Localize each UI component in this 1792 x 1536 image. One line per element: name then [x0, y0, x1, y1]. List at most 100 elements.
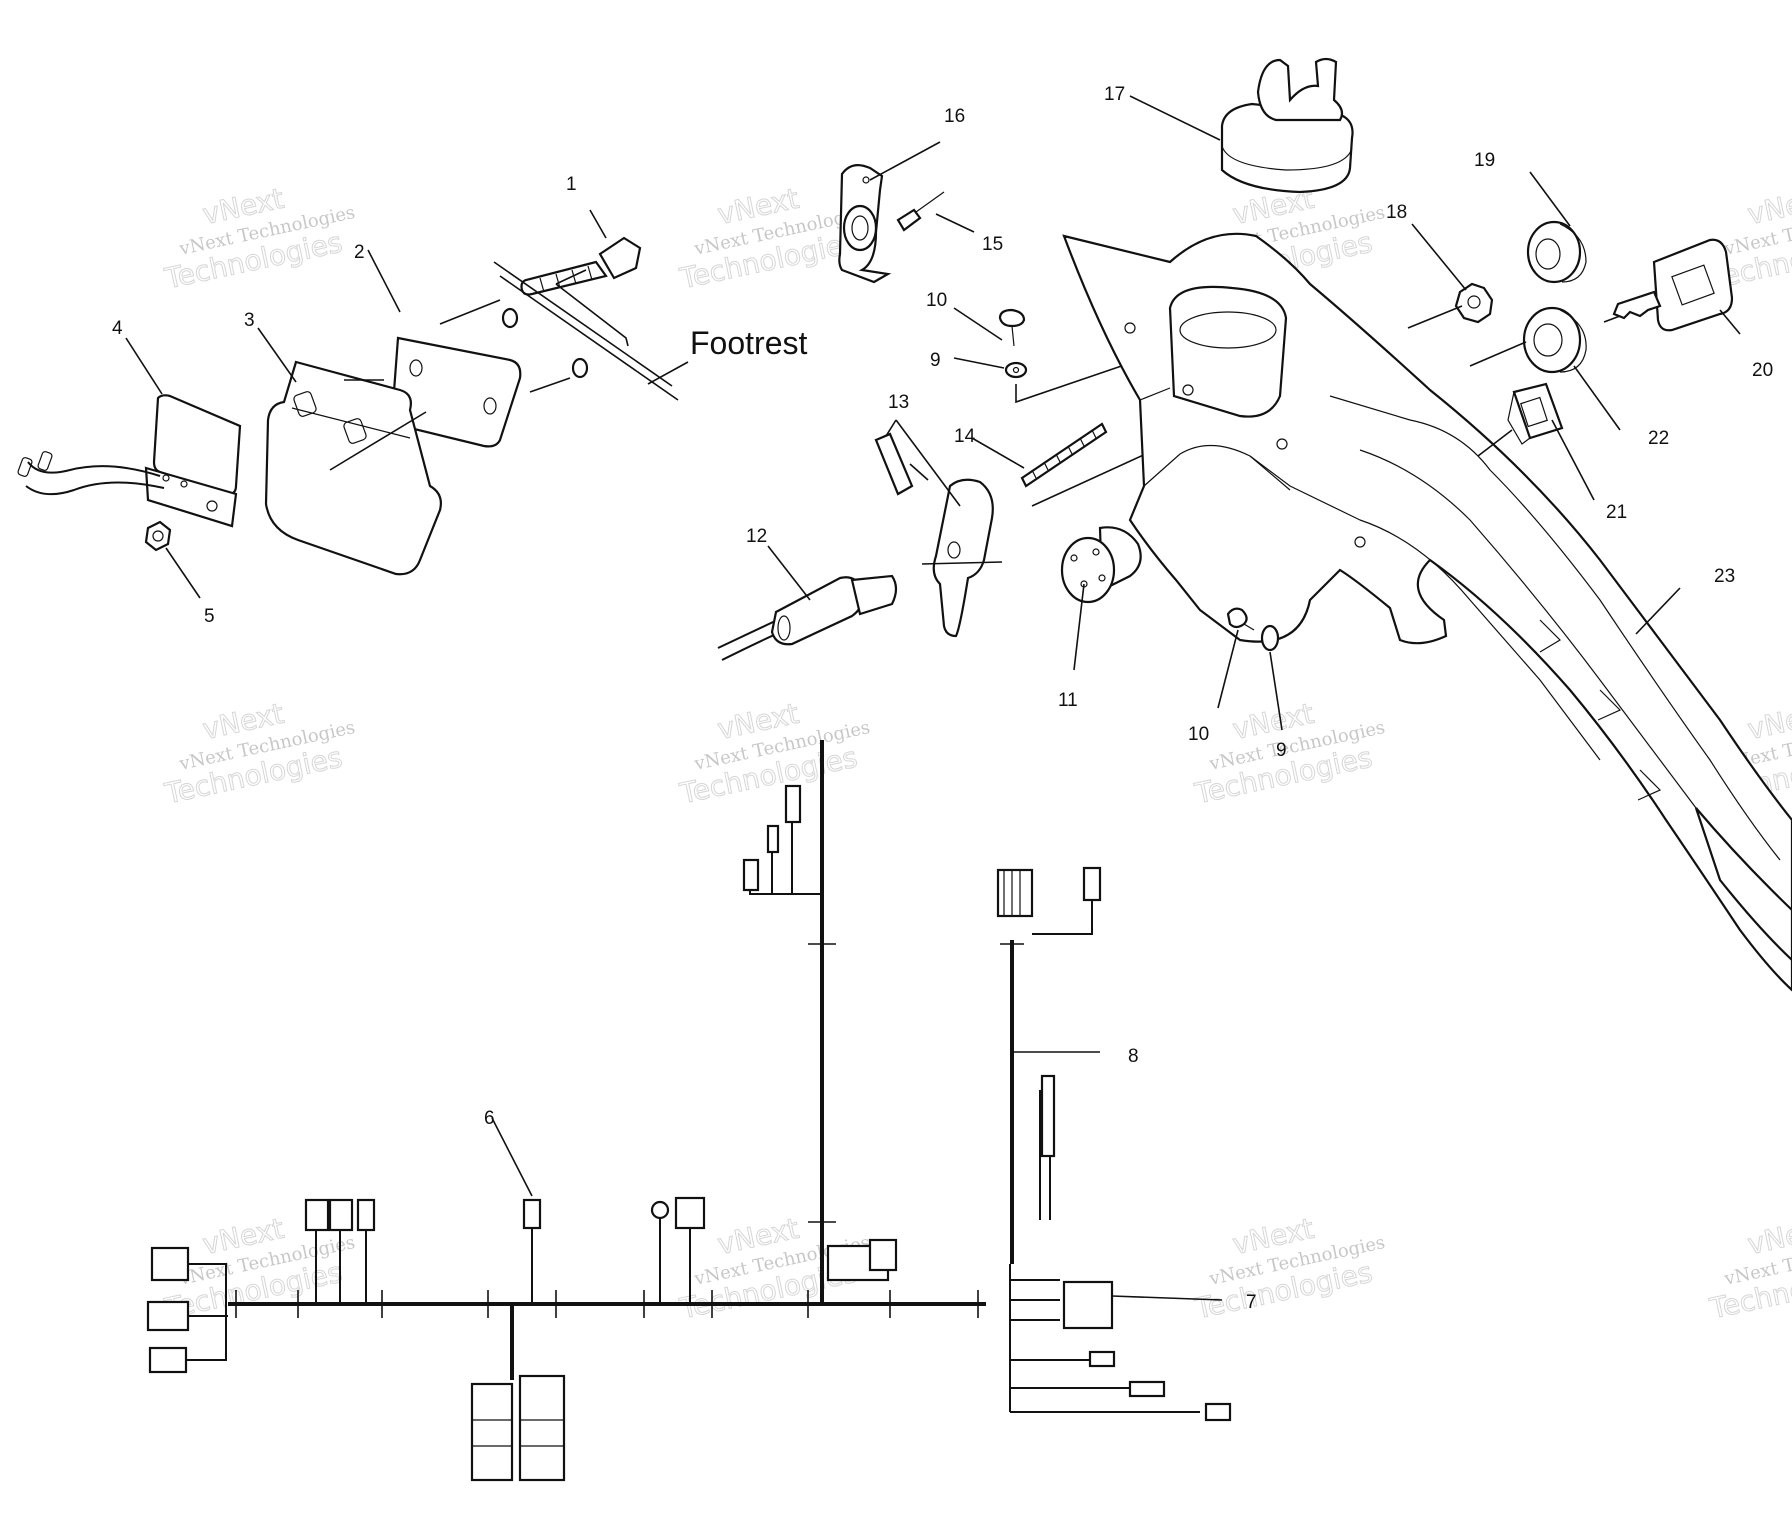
left-end-connectors — [146, 1246, 228, 1374]
part-21-rocker — [1507, 382, 1564, 445]
panel-edge — [1249, 455, 1601, 761]
panel-hole — [1182, 384, 1194, 396]
part-12-cap — [777, 615, 791, 641]
part-15-shank — [915, 191, 945, 213]
leader-line — [439, 299, 501, 325]
callout-10-lower: 10 — [1188, 724, 1209, 745]
part-2-hole — [409, 359, 423, 377]
connector-group-c — [470, 1304, 566, 1482]
panel-hole — [1276, 438, 1288, 450]
callout-2: 2 — [354, 242, 365, 263]
panel-edge — [1359, 449, 1721, 841]
callout-17: 17 — [1104, 84, 1125, 105]
callout-8: 8 — [1128, 1046, 1139, 1067]
part-1-bolt — [520, 236, 642, 296]
leader-line — [1073, 583, 1085, 671]
harness-clamps — [235, 1290, 979, 1318]
leader-line — [125, 337, 163, 395]
lead-terminal — [17, 457, 33, 477]
connector-lead — [1040, 1074, 1056, 1158]
panel-detail — [1539, 619, 1662, 801]
footrest-label: Footrest — [690, 325, 807, 361]
callout-22: 22 — [1648, 428, 1669, 449]
callout-9-lower: 9 — [1276, 740, 1287, 761]
connector-7 — [1062, 1280, 1114, 1330]
dash-panel-assembly — [1062, 57, 1792, 992]
leader-line — [909, 463, 929, 481]
switch-assembly — [717, 141, 1205, 671]
callout-11: 11 — [1058, 690, 1078, 711]
part-14-teeth — [1031, 429, 1097, 479]
connector-pin — [1204, 1402, 1232, 1422]
leader-line — [165, 547, 201, 599]
watermark: vNext vNext Technologies Technologies — [676, 696, 872, 811]
callout-18: 18 — [1386, 202, 1407, 223]
relay-box-tab — [868, 1238, 898, 1272]
footrest-edge — [493, 261, 673, 387]
part-12-switch — [717, 574, 898, 661]
leader-line — [647, 361, 689, 385]
callout-19: 19 — [1474, 150, 1495, 171]
part-4-hole — [206, 500, 218, 512]
part-3-stud — [343, 418, 367, 444]
leader-line — [971, 437, 1025, 469]
callout-16: 16 — [944, 106, 965, 127]
callout-23: 23 — [1714, 566, 1735, 587]
regulator-assembly — [17, 209, 689, 599]
part-13-clip-hole — [947, 541, 961, 559]
part-9-washer — [1004, 361, 1028, 379]
harness-lead — [1032, 898, 1093, 935]
part-19-ring — [1526, 220, 1587, 284]
part-5-nut — [144, 520, 172, 552]
leader-line — [367, 249, 401, 313]
callout-labels: 1 2 3 4 5 6 7 8 9 9 10 10 11 12 13 14 15… — [112, 84, 1773, 1313]
part-17-cap — [1220, 57, 1354, 194]
part-22-bezel — [1522, 306, 1587, 374]
part-10-screw — [1226, 607, 1248, 629]
connector-pin — [1088, 1350, 1116, 1368]
part-3-stud — [293, 391, 317, 417]
leader-line — [1603, 315, 1621, 323]
leader-line — [529, 377, 571, 393]
connector-8-grid — [1003, 870, 1021, 916]
leader-line — [589, 209, 607, 239]
panel-edge — [1329, 395, 1781, 861]
leader-line — [1407, 305, 1463, 329]
leader-line — [329, 411, 427, 471]
leader-line — [1269, 651, 1283, 731]
part-16-ring — [842, 204, 878, 252]
callout-10: 10 — [926, 290, 947, 311]
part-9-washer — [1260, 624, 1280, 652]
callout-6: 6 — [484, 1108, 495, 1129]
leader-line — [555, 269, 629, 347]
watermark: vNext vNext Technologies Technologies — [161, 696, 357, 811]
leader-line — [1111, 1295, 1223, 1301]
callout-3: 3 — [244, 310, 255, 331]
panel-hole — [1354, 536, 1366, 548]
part-2-hole — [483, 397, 497, 415]
leader-line — [885, 419, 897, 437]
leader-line — [1217, 629, 1239, 709]
connector-pin — [1128, 1380, 1166, 1398]
svg-text:vNext: vNext — [1745, 1212, 1792, 1261]
panel-lip — [1694, 807, 1792, 962]
leader-line — [895, 419, 961, 507]
callout-21: 21 — [1606, 502, 1627, 523]
connector-6 — [491, 1117, 542, 1304]
leader-line — [953, 357, 1005, 369]
part-10-shank — [1011, 325, 1015, 347]
leader-line — [935, 213, 975, 233]
part-2-plate — [390, 336, 522, 448]
connector-group-a — [304, 1198, 376, 1304]
part-16-hole — [851, 215, 869, 241]
callout-5: 5 — [204, 606, 215, 627]
callout-7: 7 — [1246, 1292, 1257, 1313]
connector-pin — [742, 858, 760, 892]
callout-15: 15 — [982, 234, 1003, 255]
panel-bezel-ring — [1179, 311, 1277, 349]
footrest-edge — [499, 275, 679, 401]
leader-line — [1719, 309, 1741, 335]
part-4-terminal — [180, 480, 188, 488]
part-23-panel — [1062, 232, 1792, 992]
